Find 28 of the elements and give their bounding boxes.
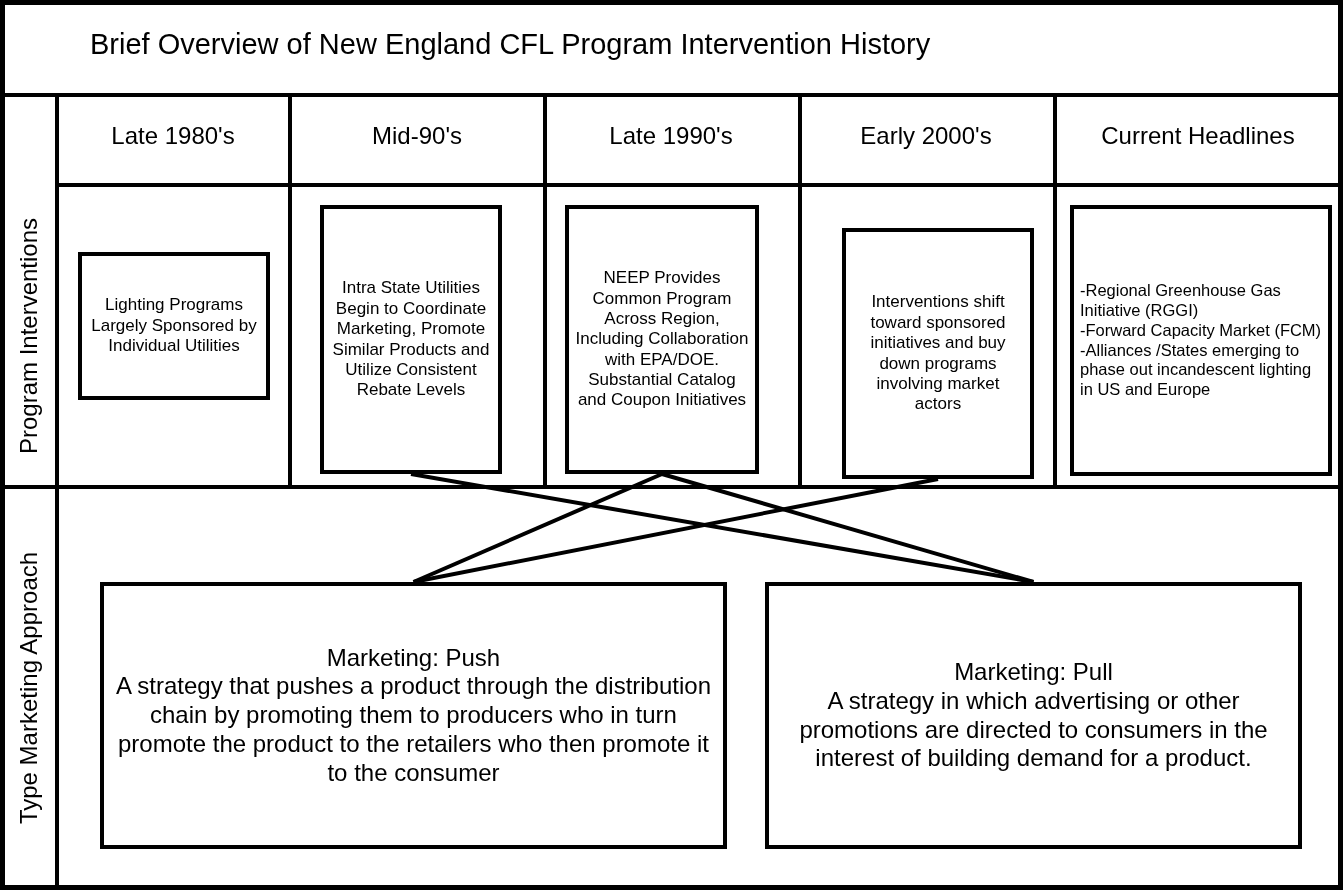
box-text: -Forward Capacity Market (FCM) bbox=[1080, 320, 1322, 341]
column-header: Mid-90's bbox=[371, 122, 463, 150]
box-text: Intra State Utilities Begin to Coordinate Marketing, Promote Similar Products and Utilize Consistent Rebate Levels bbox=[331, 278, 491, 401]
connector-line bbox=[413, 477, 939, 584]
box-heading: Marketing: Push bbox=[325, 643, 502, 673]
column-header: Early 2000's bbox=[859, 122, 993, 150]
text-box bbox=[842, 228, 1034, 479]
row-header: Type Marketing Approach bbox=[15, 551, 44, 825]
column-header: Current Headlines bbox=[1100, 122, 1296, 150]
text-box bbox=[765, 582, 1302, 849]
box-text: NEEP Provides Common Program Across Region, Including Collaboration with EPA/DOE. Substantial Catalog and Coupon Initiatives bbox=[575, 268, 749, 411]
text-box bbox=[565, 205, 759, 474]
text-box bbox=[78, 252, 270, 400]
box-text: Interventions shift toward sponsored initiatives and buy down programs involving market actors bbox=[869, 292, 1007, 415]
text-box bbox=[100, 582, 727, 849]
column-header: Late 1980's bbox=[110, 122, 236, 150]
column-header: Late 1990's bbox=[608, 122, 734, 150]
box-text: -Regional Greenhouse Gas Initiative (RGGI) bbox=[1080, 281, 1282, 321]
text-box bbox=[1070, 205, 1332, 476]
text-box bbox=[320, 205, 502, 474]
connector-line bbox=[661, 472, 1035, 584]
diagram-title: Brief Overview of New England CFL Program Intervention History bbox=[90, 28, 931, 61]
box-text: -Alliances /States emerging to phase out incandescent lighting in US and Europe bbox=[1080, 340, 1313, 400]
box-text: Lighting Programs Largely Sponsored by Individual Utilities bbox=[90, 295, 258, 357]
box-text: A strategy that pushes a product through the distribution chain by promoting them to producers who in turn promote the product to the retailers who then promote it to the consumer bbox=[114, 672, 712, 788]
box-heading: Marketing: Pull bbox=[953, 657, 1114, 687]
box-text: A strategy in which advertising or other promotions are directed to consumers in the interest of building demand for a product. bbox=[798, 686, 1269, 774]
row-header: Program Interventions bbox=[15, 217, 44, 455]
